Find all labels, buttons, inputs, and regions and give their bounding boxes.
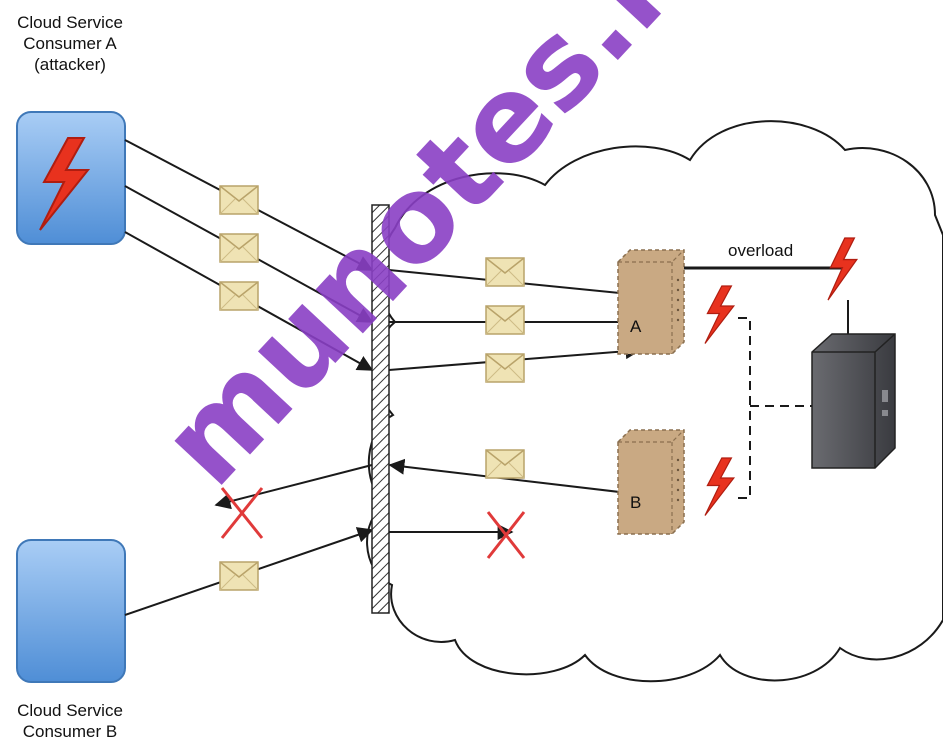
server-a-label: A [630, 317, 642, 336]
virtual-server-b [617, 429, 685, 535]
server-b-response-line [388, 458, 646, 496]
message-envelope-icon [219, 185, 259, 215]
dashed-connection [738, 317, 751, 499]
consumer-a-node [16, 111, 126, 245]
physical-server-icon [811, 333, 896, 469]
overload-label: overload [728, 241, 793, 260]
message-envelope-icon [485, 305, 525, 335]
blocked-x-icon [220, 487, 264, 539]
blocked-x-icon [486, 511, 526, 559]
message-envelope-icon [485, 449, 525, 479]
message-envelope-icon [219, 561, 259, 591]
consumer-a-label: Cloud Service Consumer A (attacker) [17, 13, 123, 74]
consumer-b-label: Cloud Service Consumer B [17, 701, 123, 741]
message-envelope-icon [485, 257, 525, 287]
message-envelope-icon [219, 233, 259, 263]
rejected-response-line [214, 464, 373, 510]
consumer-b-node [16, 539, 126, 683]
message-envelope-icon [485, 353, 525, 383]
firewall-barrier [371, 204, 390, 614]
server-b-label: B [630, 493, 641, 512]
virtual-server-a [617, 249, 685, 355]
